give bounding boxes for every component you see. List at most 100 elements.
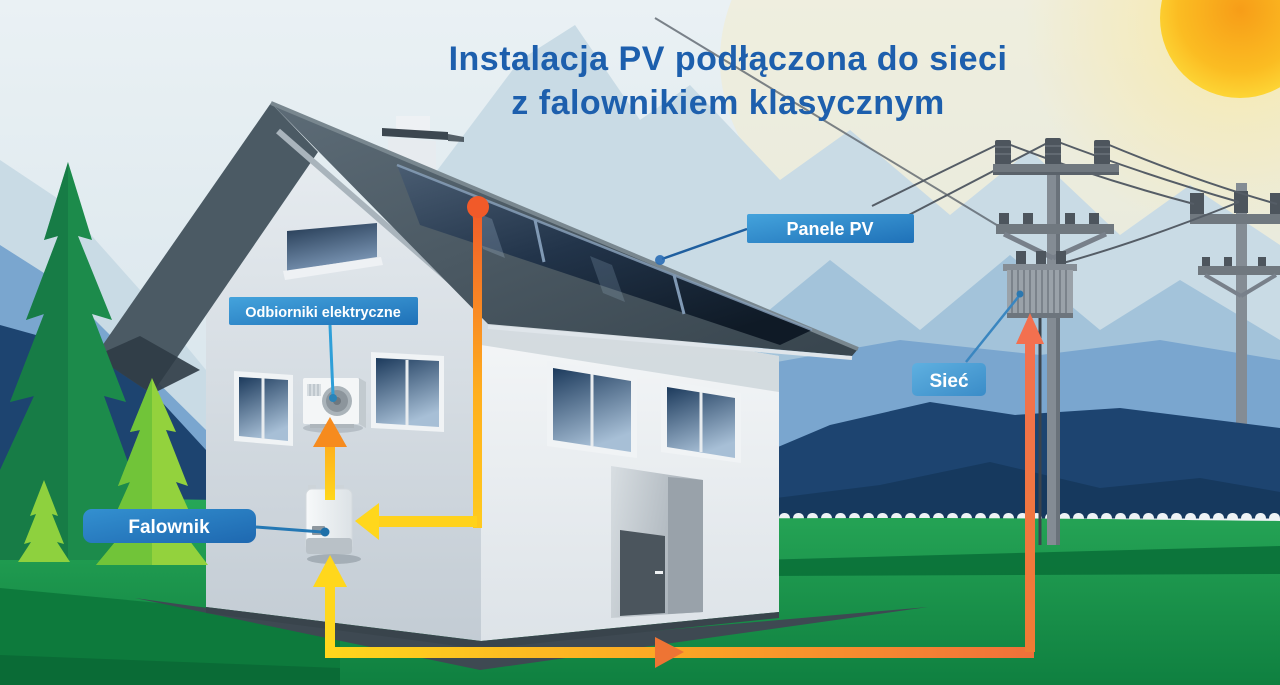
panels-connector bbox=[661, 227, 748, 261]
inverter-base bbox=[306, 538, 352, 554]
far-pole-insulator-small bbox=[1202, 257, 1210, 267]
far-pole-crossarm-top bbox=[1190, 214, 1280, 224]
inverter-tab bbox=[308, 485, 316, 491]
loads-label-box bbox=[229, 297, 418, 325]
gable-window-left bbox=[234, 371, 293, 446]
callout-inverter: Falownik bbox=[83, 509, 330, 543]
flow-to-grid-line bbox=[1025, 340, 1035, 652]
inverter-label: Falownik bbox=[128, 517, 210, 538]
panels-label: Panele PV bbox=[786, 219, 873, 239]
inverter-device bbox=[305, 485, 361, 564]
page-title-line2: z falownikiem klasycznym bbox=[511, 84, 944, 122]
chimney-cap bbox=[382, 128, 448, 140]
gable-window-right bbox=[371, 352, 444, 432]
page-title-line1: Instalacja PV podłączona do sieci bbox=[449, 40, 1008, 78]
attic-window-sill bbox=[283, 257, 383, 280]
door-handle bbox=[655, 571, 663, 574]
pine-tree-large-shade bbox=[0, 162, 68, 560]
far-pole-insulator bbox=[1234, 191, 1248, 213]
ac-side bbox=[359, 378, 366, 428]
grass-darker-left bbox=[0, 655, 340, 685]
facade-window-left bbox=[547, 361, 637, 458]
loads-label: Odbiorniki elektryczne bbox=[245, 305, 401, 321]
power-pole-far bbox=[1190, 183, 1280, 448]
power-wire bbox=[1002, 141, 1195, 205]
solar-panels bbox=[396, 163, 813, 345]
pole-crossarm-top bbox=[993, 164, 1119, 175]
energy-flows bbox=[313, 196, 1044, 668]
ac-grille-lines bbox=[309, 384, 319, 396]
flow-to-inverter-line bbox=[377, 516, 477, 527]
loads-connector bbox=[328, 324, 335, 396]
roof-left-eave-shadow bbox=[95, 336, 200, 394]
far-pole-insulator-small bbox=[1258, 257, 1266, 267]
pole-crossarm-low bbox=[996, 224, 1114, 234]
flow-arrowhead-bottom bbox=[313, 555, 347, 587]
far-pole-post bbox=[1236, 183, 1247, 448]
flow-arrowhead-inverter bbox=[355, 503, 379, 540]
flow-elbow bbox=[473, 514, 482, 528]
roof-left-slope bbox=[95, 103, 318, 394]
grid-connector-dot bbox=[1016, 290, 1024, 298]
facade-window-right bbox=[661, 380, 741, 463]
transformer-top bbox=[1003, 264, 1077, 271]
power-wire bbox=[654, 17, 1001, 228]
transformer-insulator bbox=[1056, 251, 1066, 266]
insulator bbox=[995, 140, 1011, 165]
flow-arrowhead-grid bbox=[1016, 313, 1044, 344]
grass-dark-band-right bbox=[755, 546, 1280, 576]
transformer-insulator bbox=[1036, 251, 1046, 266]
transformer-bottom bbox=[1007, 313, 1073, 318]
inverter-tab bbox=[336, 485, 344, 491]
roof-ridge-highlight bbox=[270, 101, 859, 351]
attic-window bbox=[287, 223, 377, 271]
chimney-cap-ledge bbox=[448, 134, 464, 142]
flow-to-loads-line bbox=[325, 444, 335, 500]
door-alcove-shade bbox=[668, 477, 703, 614]
panels-label-box bbox=[747, 214, 914, 243]
inverter-shadow bbox=[307, 554, 361, 564]
solar-panel-array bbox=[397, 165, 812, 345]
panel-top-frame bbox=[396, 163, 813, 332]
pine-tree-small bbox=[18, 480, 70, 562]
flow-bottom-line bbox=[325, 585, 335, 651]
pole-post-shade bbox=[1056, 148, 1060, 545]
far-pole-insulator-small bbox=[1224, 257, 1232, 267]
power-wire bbox=[1101, 141, 1278, 205]
flow-arrowhead-ground bbox=[655, 637, 684, 668]
power-wire bbox=[871, 141, 1004, 207]
insulator-small bbox=[1065, 213, 1075, 225]
panel-gaps bbox=[533, 219, 686, 315]
transformer-insulator bbox=[1016, 251, 1026, 266]
insulator bbox=[1094, 140, 1110, 165]
insulator-ribs bbox=[995, 145, 1110, 155]
panel-glare bbox=[590, 256, 625, 302]
pole-crossarm-top-shade bbox=[993, 172, 1119, 175]
chimney-stack bbox=[396, 116, 430, 132]
callout-loads: Odbiorniki elektryczne bbox=[229, 297, 418, 402]
panels-connector-dot bbox=[655, 255, 665, 265]
power-pole-main bbox=[654, 17, 1278, 545]
grid-label: Sieć bbox=[929, 371, 969, 392]
power-wire bbox=[1055, 201, 1240, 266]
flow-pv-dot bbox=[467, 196, 489, 218]
callout-panels: Panele PV bbox=[655, 214, 914, 265]
door-panel bbox=[620, 530, 665, 616]
flow-arrowhead-loads bbox=[313, 417, 347, 447]
flow-pv-down-line bbox=[473, 205, 482, 520]
house bbox=[95, 101, 859, 649]
entrance-door bbox=[611, 466, 703, 618]
grid-connector bbox=[965, 295, 1020, 363]
insulator-small bbox=[999, 213, 1009, 225]
far-pole-insulator bbox=[1190, 193, 1204, 215]
grid-label-box bbox=[912, 363, 986, 396]
house-base-line bbox=[206, 607, 779, 649]
power-wire bbox=[902, 139, 1054, 219]
callout-grid: Sieć bbox=[912, 290, 1024, 396]
far-pole-crossarm-low bbox=[1198, 266, 1280, 275]
insulator bbox=[1045, 138, 1061, 165]
insulator-small bbox=[1023, 213, 1033, 225]
inverter-connector-dot bbox=[320, 527, 330, 537]
